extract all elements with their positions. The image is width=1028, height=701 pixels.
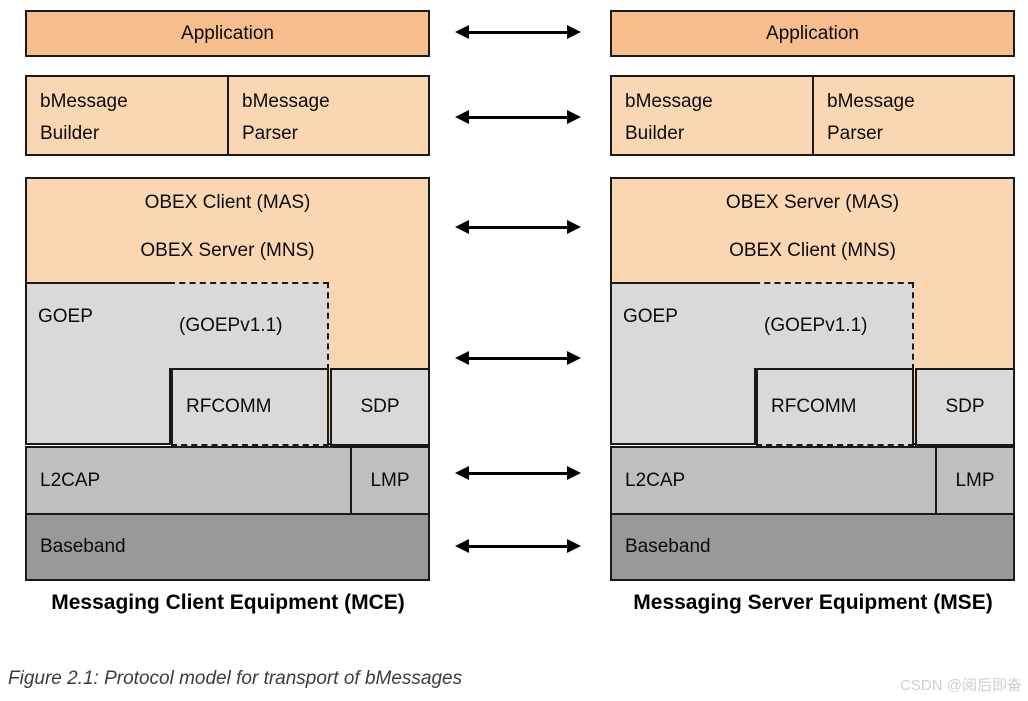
arrow-shaft bbox=[465, 115, 571, 119]
goep-v11-label: (GOEPv1.1) bbox=[764, 315, 868, 336]
mse-rfcomm-box: RFCOMM bbox=[756, 368, 914, 446]
csdn-watermark: CSDN @阅后即奋 bbox=[900, 677, 1022, 694]
mse-bmessage-builder-box: bMessage Builder bbox=[610, 75, 814, 156]
rfcomm-label: RFCOMM bbox=[771, 396, 857, 417]
baseband-label: Baseband bbox=[625, 536, 711, 557]
mce-protocol-stack: Application bMessage Builder bMessage Pa… bbox=[25, 0, 430, 701]
obex-mas-label: OBEX Server (MAS) bbox=[725, 192, 900, 213]
mse-sdp-box: SDP bbox=[915, 368, 1015, 446]
bidirectional-arrow-rfcomm bbox=[455, 351, 581, 365]
bidirectional-arrow-application bbox=[455, 25, 581, 39]
mse-goep-v11-box: (GOEPv1.1) bbox=[754, 282, 914, 370]
application-label: Application bbox=[766, 22, 859, 44]
l2cap-label: L2CAP bbox=[40, 469, 101, 491]
mce-baseband-box: Baseband bbox=[25, 513, 430, 581]
arrow-shaft bbox=[465, 471, 571, 475]
obex-mns-label: OBEX Server (MNS) bbox=[140, 240, 315, 261]
mce-bmessage-builder-box: bMessage Builder bbox=[25, 75, 229, 156]
mce-sdp-box: SDP bbox=[330, 368, 430, 446]
sdp-label: SDP bbox=[360, 396, 400, 417]
mse-equipment-label: Messaging Server Equipment (MSE) bbox=[633, 591, 993, 614]
mce-goep-box: GOEP bbox=[25, 282, 171, 445]
mce-lmp-box: LMP bbox=[350, 446, 430, 515]
mse-baseband-box: Baseband bbox=[610, 513, 1015, 581]
arrow-shaft bbox=[465, 356, 571, 360]
mce-equipment-label: Messaging Client Equipment (MCE) bbox=[51, 591, 405, 614]
goep-v11-label: (GOEPv1.1) bbox=[179, 315, 283, 336]
mse-application-box: Application bbox=[610, 10, 1015, 57]
mce-goep-v11-box: (GOEPv1.1) bbox=[169, 282, 329, 370]
mce-bmessage-parser-box: bMessage Parser bbox=[227, 75, 430, 156]
arrow-shaft bbox=[465, 225, 571, 229]
bidirectional-arrow-obex bbox=[455, 220, 581, 234]
bidirectional-arrow-bmessage bbox=[455, 110, 581, 124]
mce-rfcomm-box: RFCOMM bbox=[171, 368, 329, 446]
rfcomm-label: RFCOMM bbox=[186, 396, 272, 417]
bidirectional-arrow-baseband bbox=[455, 539, 581, 553]
mce-l2cap-box: L2CAP bbox=[25, 446, 352, 515]
arrow-shaft bbox=[465, 30, 571, 34]
l2cap-label: L2CAP bbox=[625, 469, 686, 491]
obex-mns-label: OBEX Client (MNS) bbox=[729, 240, 896, 261]
mse-bmessage-parser-box: bMessage Parser bbox=[812, 75, 1015, 156]
lmp-label: LMP bbox=[370, 469, 410, 491]
mse-goep-box: GOEP bbox=[610, 282, 756, 445]
mce-application-box: Application bbox=[25, 10, 430, 57]
mse-l2cap-box: L2CAP bbox=[610, 446, 937, 515]
arrow-shaft bbox=[465, 544, 571, 548]
application-label: Application bbox=[181, 22, 274, 44]
lmp-label: LMP bbox=[955, 469, 995, 491]
baseband-label: Baseband bbox=[40, 536, 126, 557]
mse-protocol-stack: Application bMessage Builder bMessage Pa… bbox=[610, 0, 1015, 701]
mse-lmp-box: LMP bbox=[935, 446, 1015, 515]
bidirectional-arrow-l2cap bbox=[455, 466, 581, 480]
figure-caption: Figure 2.1: Protocol model for transport… bbox=[8, 668, 463, 689]
obex-mas-label: OBEX Client (MAS) bbox=[144, 192, 311, 213]
sdp-label: SDP bbox=[945, 396, 985, 417]
